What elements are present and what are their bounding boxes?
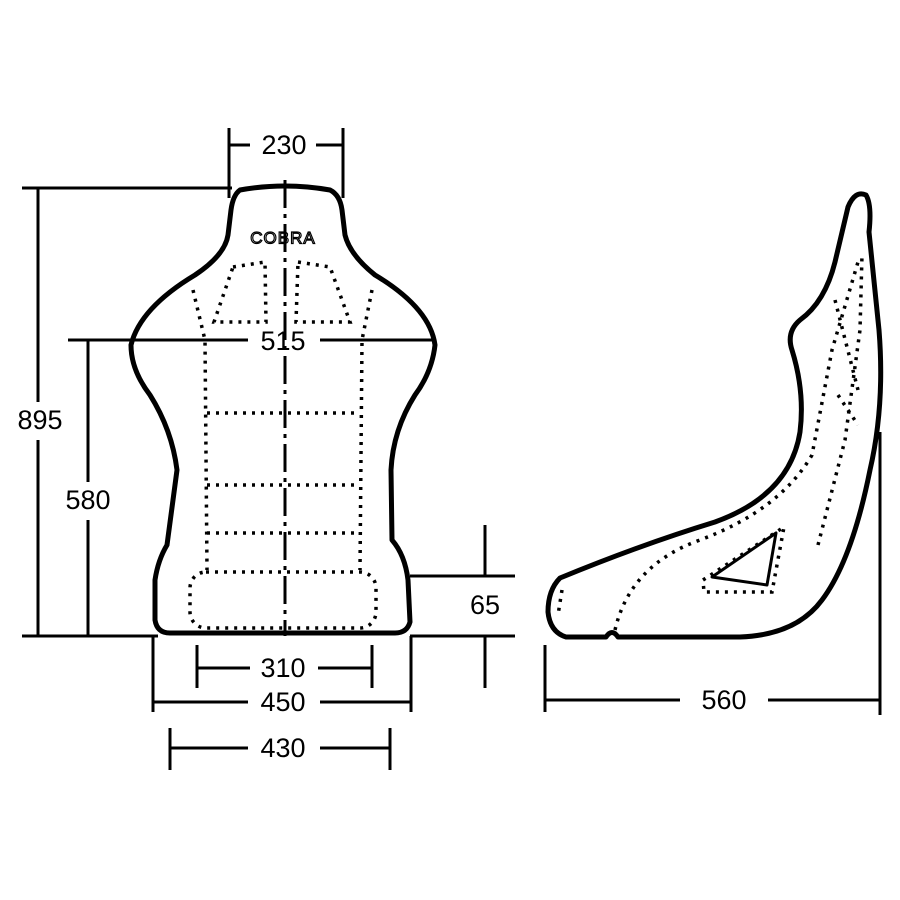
dimension-580: 580: [65, 340, 111, 636]
dimension-450: 450: [151, 636, 413, 717]
dim-label-65: 65: [470, 590, 500, 620]
dim-label-515: 515: [260, 326, 305, 356]
dim-label-310: 310: [260, 653, 305, 683]
dim-label-580: 580: [65, 485, 110, 515]
side-stitching-inner: [816, 254, 864, 546]
left-harness-slot: [211, 259, 268, 324]
cobra-logo: COBRA: [250, 229, 315, 248]
dim-label-560: 560: [701, 685, 746, 715]
dim-label-895: 895: [17, 405, 62, 435]
front-view-seat: COBRA: [128, 180, 438, 636]
side-seat-outline: [545, 191, 884, 640]
front-seat-outline: [128, 183, 438, 636]
side-hole-stitching: [701, 523, 787, 594]
dim-label-230: 230: [261, 130, 306, 160]
dimension-310: 310: [195, 645, 374, 688]
dimension-560: 560: [543, 432, 882, 715]
back-panel-stitching: [207, 411, 360, 535]
right-harness-slot: [294, 259, 353, 324]
dimension-895: 895: [17, 186, 232, 638]
dimension-515: 515: [68, 326, 436, 356]
dim-label-450: 450: [260, 687, 305, 717]
side-view-seat: [545, 191, 884, 640]
dimension-430: 430: [168, 728, 392, 770]
cushion-stitching: [188, 570, 378, 630]
dim-label-430: 430: [260, 733, 305, 763]
side-stitching-outer: [613, 261, 860, 631]
dimension-65: 65: [410, 525, 515, 688]
dimension-230: 230: [227, 128, 345, 198]
